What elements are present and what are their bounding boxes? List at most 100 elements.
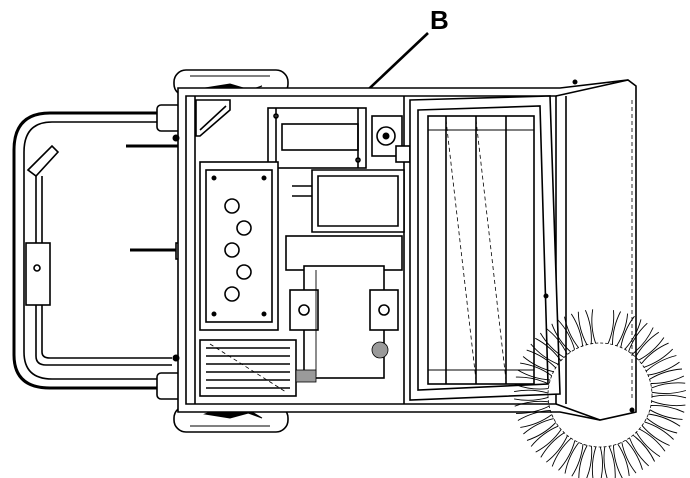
fastener-5 xyxy=(543,293,549,299)
brush-bristle xyxy=(517,369,551,381)
plate-inner xyxy=(205,169,273,323)
fan-rotor xyxy=(376,126,396,146)
plate-hole-3 xyxy=(224,242,240,258)
brush-bristle xyxy=(620,315,635,348)
brush-bristle xyxy=(651,394,687,399)
module-screw-1 xyxy=(273,113,279,119)
motor-mount-right xyxy=(369,289,399,331)
hopper xyxy=(409,95,561,401)
brush-bristle xyxy=(641,425,670,446)
brush-bristle xyxy=(586,446,593,478)
brush-hub-ring xyxy=(547,342,653,448)
brush-bristle xyxy=(591,446,597,478)
brush-bristle xyxy=(546,435,568,463)
hood-edges xyxy=(555,79,629,421)
brush-bristle xyxy=(564,316,579,348)
hopper-filter-2 xyxy=(475,119,507,381)
brush-bristle xyxy=(624,319,642,350)
motor-bolt-left xyxy=(298,304,310,316)
brush-bristle xyxy=(649,409,683,420)
brush-bristle xyxy=(584,310,592,344)
wiring-harness xyxy=(199,339,317,397)
brush-bristle xyxy=(530,425,559,447)
motor-bolt-right xyxy=(378,304,390,316)
brush-bristle xyxy=(530,343,559,365)
fan-bracket xyxy=(395,145,411,163)
hopper-filter-1 xyxy=(445,119,477,381)
motor-top xyxy=(285,235,403,271)
brush-bristle xyxy=(520,362,552,377)
handle-grip-stub xyxy=(26,144,60,178)
brush-bristle xyxy=(607,310,615,344)
brush-bristle xyxy=(558,440,576,471)
plate-screw-2 xyxy=(261,175,267,181)
handle-rail xyxy=(35,176,172,366)
brush-bristle xyxy=(591,309,597,344)
brush-bristle xyxy=(514,389,549,394)
brush-bristle xyxy=(612,311,621,345)
brush-bristle xyxy=(641,342,669,364)
brush-bristle xyxy=(577,311,588,345)
brush-bristle xyxy=(643,348,674,368)
brush-bristle xyxy=(515,376,550,385)
brush-bristle xyxy=(540,432,565,458)
handle-assembly xyxy=(12,104,191,400)
brush-bristle xyxy=(540,332,565,358)
fastener-4 xyxy=(629,407,635,413)
brush-bristle xyxy=(631,327,654,355)
handle-control-box xyxy=(25,242,51,306)
brush-bristle xyxy=(629,437,650,467)
fastener-2 xyxy=(172,134,180,142)
brush-bristle xyxy=(517,409,551,421)
brush-bristle xyxy=(514,400,549,407)
hopper-bin xyxy=(427,115,535,385)
motor-block xyxy=(285,235,403,379)
brush-bristle xyxy=(651,382,686,389)
brush-bristle xyxy=(635,331,660,358)
duct-connector xyxy=(292,185,312,197)
brush-bristle xyxy=(545,327,568,355)
brush-bristle xyxy=(645,355,677,372)
brush-bristle xyxy=(514,383,549,390)
plate-screw-4 xyxy=(261,311,267,317)
brush-bristle xyxy=(564,442,580,474)
fastener-3 xyxy=(572,79,578,85)
frame-fasteners xyxy=(172,79,635,413)
brush-bristle xyxy=(514,396,549,401)
plate-hole-4 xyxy=(236,264,252,280)
brush-bristle xyxy=(632,434,656,462)
brush-bristle xyxy=(644,421,674,440)
callout-label: B xyxy=(430,5,449,35)
harness-strap xyxy=(209,343,287,393)
motor-mount-left xyxy=(289,289,319,331)
brush-bristle xyxy=(647,361,680,376)
plate-screw-1 xyxy=(211,175,217,181)
brush-bristle xyxy=(578,445,588,478)
brush-bristle xyxy=(570,313,584,347)
handle-rail-inner xyxy=(41,176,172,359)
brush-bristle xyxy=(617,443,630,476)
fan-unit xyxy=(371,115,411,163)
brush-bristle xyxy=(628,322,648,352)
brush-bristle xyxy=(648,413,681,427)
brush-bristle xyxy=(651,400,686,407)
handle-outer-bar xyxy=(12,111,180,390)
brush-bristle xyxy=(608,446,616,478)
brush-bristle xyxy=(651,390,687,394)
bracket-edge xyxy=(199,105,227,131)
fastener-1 xyxy=(172,354,180,362)
duct-upper-inner xyxy=(317,175,399,227)
plate-hole-2 xyxy=(236,220,252,236)
brush-bristle xyxy=(599,446,603,478)
brush-bristle xyxy=(535,337,562,361)
handle-inner-bar xyxy=(23,121,180,380)
handle-knob xyxy=(33,264,41,272)
brush-bristle xyxy=(621,442,637,474)
harness-wires xyxy=(206,347,290,389)
plate-hole-1 xyxy=(224,198,240,214)
fan-hub xyxy=(382,132,390,140)
brush-bristle xyxy=(522,356,554,373)
brush-bristle xyxy=(625,439,643,470)
corner-bracket xyxy=(195,99,231,137)
